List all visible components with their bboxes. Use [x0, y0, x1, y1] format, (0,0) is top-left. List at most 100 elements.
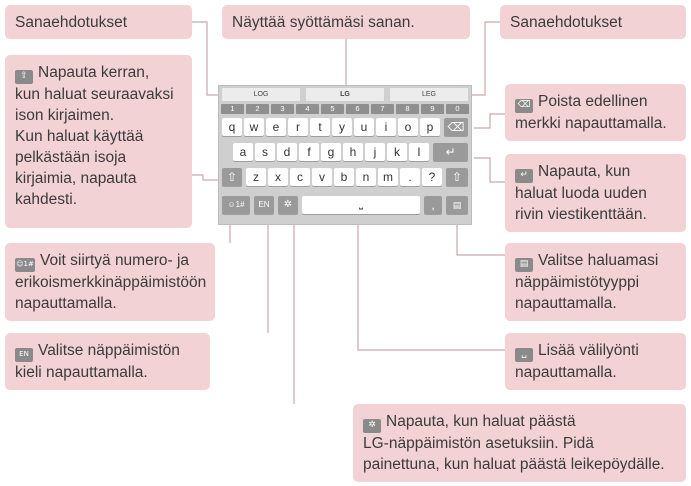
key-question[interactable]: ? — [422, 168, 442, 186]
key-8[interactable]: 8 — [396, 104, 419, 114]
callout-space-line-2: napauttamalla. — [515, 363, 617, 381]
enter-icon: ↵ — [515, 168, 533, 183]
key-x[interactable]: x — [268, 168, 288, 186]
callout-language: EN Valitse näppäimistön kieli napauttamal… — [5, 333, 210, 390]
key-s[interactable]: s — [255, 143, 275, 161]
key-u[interactable]: u — [354, 118, 374, 136]
callout-keyboard-type-line-2: näppäimistötyyppi — [515, 273, 640, 291]
key-i[interactable]: i — [376, 118, 396, 136]
callout-shift-line-2: kun haluat seuraavaksi — [15, 85, 174, 103]
comma-key[interactable]: , — [424, 196, 442, 214]
callout-shift-line-7: kahdesti. — [15, 190, 78, 208]
keyboard-type-icon: ▤ — [515, 257, 533, 272]
suggestion-right[interactable]: LEG — [390, 88, 468, 101]
callout-enter-line-1: Napauta, kun — [538, 163, 631, 180]
space-key[interactable]: ⎵ — [302, 196, 420, 214]
callout-symbols-line-3: napauttamalla. — [15, 294, 117, 312]
settings-icon: ✲ — [363, 418, 381, 433]
key-k[interactable]: k — [387, 143, 407, 161]
keyboard-type-key[interactable]: ▤ — [446, 196, 468, 214]
shift-icon: ⇧ — [15, 69, 33, 84]
callout-symbols: ☺1# Voit siirtyä numero- ja erikoismerkki… — [5, 243, 215, 321]
key-a[interactable]: a — [233, 143, 253, 161]
callout-suggestions-right-text: Sanaehdotukset — [510, 14, 623, 31]
callout-suggestions-left: Sanaehdotukset — [5, 5, 192, 39]
key-q[interactable]: q — [222, 118, 242, 136]
callout-space-line-1: Lisää välilyönti — [538, 342, 639, 359]
number-row: 1 2 3 4 5 6 7 8 9 0 — [221, 104, 469, 114]
key-n[interactable]: n — [356, 168, 376, 186]
callout-settings-line-1: Napauta, kun haluat päästä — [386, 413, 576, 430]
settings-key[interactable]: ✲ — [278, 196, 298, 214]
callout-keyboard-type-line-3: napauttamalla. — [515, 294, 617, 312]
key-m[interactable]: m — [378, 168, 398, 186]
callout-delete-line-2: merkki napauttamalla. — [515, 114, 667, 132]
callout-settings-line-3: painettuna, kun haluat päästä leikepöydä… — [363, 455, 665, 473]
callout-settings: ✲ Napauta, kun haluat päästä LG-näppäimis… — [353, 404, 686, 482]
key-5[interactable]: 5 — [321, 104, 344, 114]
suggestion-left[interactable]: LOG — [222, 88, 300, 101]
callout-suggestions-left-text: Sanaehdotukset — [15, 14, 128, 31]
key-l[interactable]: l — [409, 143, 429, 161]
callout-shift-line-5: pelkästään isoja — [15, 148, 127, 166]
shift-key-left[interactable]: ⇧ — [222, 168, 242, 186]
key-r[interactable]: r — [288, 118, 308, 136]
key-v[interactable]: v — [312, 168, 332, 186]
key-c[interactable]: c — [290, 168, 310, 186]
callout-language-line-2: kieli napauttamalla. — [15, 363, 148, 381]
key-b[interactable]: b — [334, 168, 354, 186]
key-6[interactable]: 6 — [346, 104, 369, 114]
callout-shift: ⇧Napauta kerran, kun haluat seuraavaksi … — [5, 55, 192, 228]
lg-keyboard: LOG LG LEG 1 2 3 4 5 6 7 8 9 0 q w e r t… — [218, 85, 472, 225]
callout-suggestions-right: Sanaehdotukset — [500, 5, 686, 39]
callout-language-line-1: Valitse näppäimistön — [38, 342, 180, 359]
key-p[interactable]: p — [420, 118, 440, 136]
key-y[interactable]: y — [332, 118, 352, 136]
delete-key[interactable]: ⌫ — [444, 118, 468, 136]
key-7[interactable]: 7 — [371, 104, 394, 114]
callout-shows-word: Näyttää syöttämäsi sanan. — [222, 5, 470, 39]
callout-shift-line-4: Kun haluat käyttää — [15, 127, 144, 145]
suggestion-current[interactable]: LG — [306, 88, 384, 101]
key-g[interactable]: g — [321, 143, 341, 161]
key-4[interactable]: 4 — [296, 104, 319, 114]
key-o[interactable]: o — [398, 118, 418, 136]
callout-symbols-line-2: erikoismerkkinäppäimistöön — [15, 273, 207, 291]
key-3[interactable]: 3 — [271, 104, 294, 114]
key-0[interactable]: 0 — [446, 104, 469, 114]
callout-delete: ⌫ Poista edellinen merkki napauttamalla. — [505, 84, 686, 141]
enter-key[interactable]: ↵ — [433, 143, 468, 161]
symbols-key[interactable]: ☺1# — [222, 196, 250, 214]
callout-shows-word-text: Näyttää syöttämäsi sanan. — [232, 14, 415, 31]
callout-delete-line-1: Poista edellinen — [538, 93, 648, 110]
callout-shift-line-1: Napauta kerran, — [38, 64, 150, 81]
callout-shift-line-3: ison kirjaimen. — [15, 106, 115, 124]
key-2[interactable]: 2 — [246, 104, 269, 114]
key-h[interactable]: h — [343, 143, 363, 161]
callout-enter-line-2: haluat luoda uuden — [515, 184, 647, 202]
key-j[interactable]: j — [365, 143, 385, 161]
key-9[interactable]: 9 — [421, 104, 444, 114]
callout-enter-line-3: rivin viestikenttään. — [515, 205, 647, 223]
callout-space: ␣ Lisää välilyönti napauttamalla. — [505, 333, 686, 390]
delete-icon: ⌫ — [515, 98, 533, 113]
callout-enter: ↵ Napauta, kun haluat luoda uuden rivin v… — [505, 154, 686, 232]
shift-key-right[interactable]: ⇧ — [446, 168, 468, 186]
key-w[interactable]: w — [244, 118, 264, 136]
key-t[interactable]: t — [310, 118, 330, 136]
callout-keyboard-type: ▤ Valitse haluamasi näppäimistötyyppi nap… — [505, 243, 686, 321]
key-1[interactable]: 1 — [221, 104, 244, 114]
language-key[interactable]: EN — [254, 196, 274, 214]
key-f[interactable]: f — [299, 143, 319, 161]
callout-symbols-line-1: Voit siirtyä numero- ja — [40, 252, 190, 269]
callout-keyboard-type-line-1: Valitse haluamasi — [538, 252, 659, 269]
callout-shift-line-6: kirjaimia, napauta — [15, 169, 137, 187]
symbols-icon: ☺1# — [15, 257, 35, 272]
language-icon: EN — [15, 347, 33, 362]
key-e[interactable]: e — [266, 118, 286, 136]
key-period[interactable]: . — [400, 168, 420, 186]
callout-settings-line-2: LG-näppäimistön asetuksiin. Pidä — [363, 434, 594, 452]
space-icon: ␣ — [515, 347, 533, 362]
key-d[interactable]: d — [277, 143, 297, 161]
key-z[interactable]: z — [246, 168, 266, 186]
